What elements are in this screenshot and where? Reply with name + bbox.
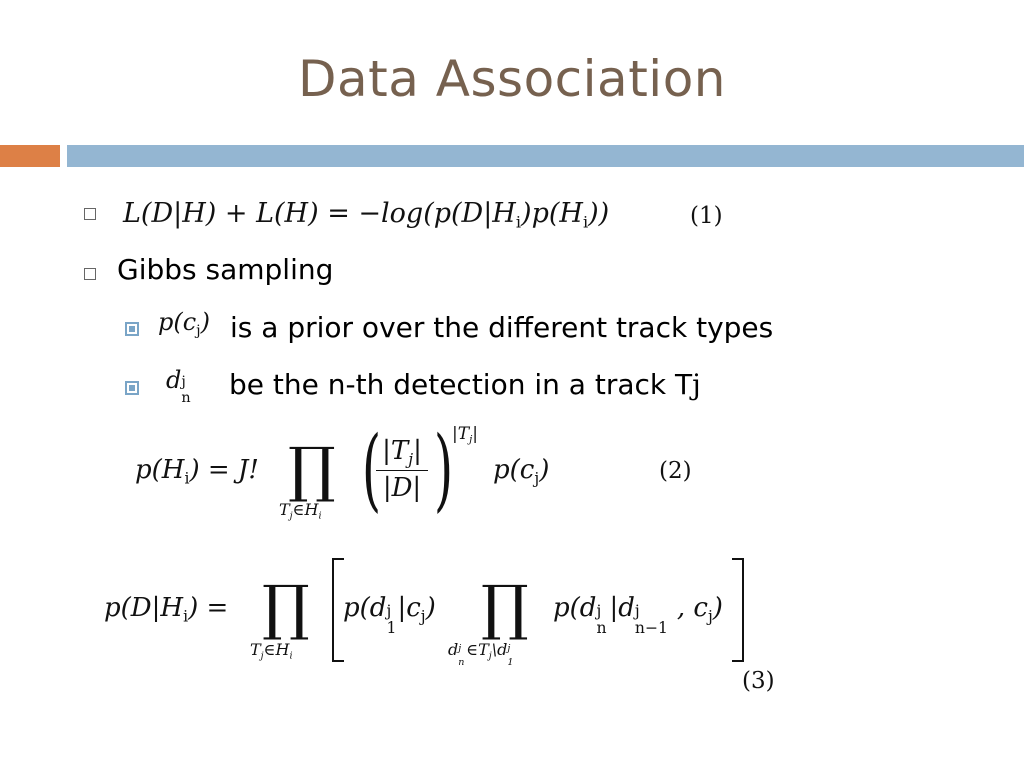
eq2-exp-sub: j — [469, 434, 473, 446]
eq3-lhs-end: ) = — [188, 593, 229, 623]
det-sup: j — [181, 374, 186, 390]
eq3-lhs-p: p(D|H — [104, 593, 184, 623]
eq2-under-t: T — [279, 500, 290, 519]
sub-bullet-icon — [125, 381, 139, 395]
eq2-under-sub2: i — [318, 510, 322, 522]
eq1-main: L(D|H) + L(H) = −log(p(D|H — [123, 198, 516, 229]
bullet-square-icon — [84, 208, 96, 220]
prior-math-close: ) — [200, 308, 211, 336]
prior-math: p(cj) — [158, 308, 210, 339]
eq3-second-end: , c — [676, 593, 708, 623]
eq3-u2-mid: ∈T — [466, 640, 489, 659]
eq2-left-paren: ( — [361, 417, 382, 522]
eq2-rhs-sub: j — [534, 469, 540, 488]
eq3-u1-end: ∈H — [263, 640, 290, 659]
eq2-product-under: Tj∈Hi — [279, 500, 322, 521]
detection-text-main: be the n-th detection in a track T — [229, 368, 693, 401]
eq2-rhs-end: ) — [539, 455, 550, 485]
eq3-second-close: ) — [712, 593, 723, 623]
eq1-mid: )p(H — [521, 198, 583, 229]
eq3-first-sup: j — [386, 602, 392, 620]
eq1-sub2: i — [582, 212, 589, 232]
eq3-first-sub2: j — [420, 607, 426, 626]
eq2-fraction-line — [376, 470, 428, 472]
eq2-under-sub: j — [289, 510, 293, 522]
eq3-left-bracket — [332, 558, 344, 662]
eq2-numerator: |Tj| — [376, 436, 428, 468]
equation-3-lhs: p(D|Hi) = — [104, 593, 228, 625]
detection-text: be the n-th detection in a track Tj — [229, 368, 701, 401]
prior-math-p: p(c — [158, 308, 197, 336]
eq3-u2-sup: j — [458, 643, 462, 654]
eq2-num-sub: j — [408, 450, 414, 469]
eq3-product-under-1: Tj∈Hi — [250, 640, 293, 661]
eq2-lhs-sub: i — [184, 469, 190, 488]
prior-math-sub: j — [196, 323, 201, 340]
eq3-second-sub: n — [596, 619, 607, 637]
sub-bullet-icon — [125, 322, 139, 336]
eq3-right-bracket — [732, 558, 744, 662]
eq3-u2-sub2: j — [488, 650, 492, 662]
eq3-u1-sub2: i — [289, 650, 293, 662]
prior-text: is a prior over the different track type… — [230, 311, 774, 344]
det-sub: n — [181, 390, 191, 406]
eq2-lhs-p: p(H — [135, 455, 185, 485]
eq3-second-sub3: j — [707, 607, 713, 626]
eq3-u2-sub3: 1 — [507, 657, 514, 668]
eq2-num-t: |T — [382, 436, 409, 466]
eq3-second-sub2: n−1 — [634, 619, 668, 637]
eq3-first-sub: 1 — [386, 619, 397, 637]
eq3-first-p: p(d — [343, 593, 387, 623]
eq1-end: )) — [588, 198, 610, 229]
eq3-u1-sub: j — [260, 650, 264, 662]
eq2-under-end: ∈H — [292, 500, 319, 519]
eq2-denominator: |D| — [382, 473, 422, 504]
eq3-u2-end: \d — [491, 640, 508, 659]
eq2-right-paren: ) — [433, 417, 454, 522]
accent-bar-blue — [67, 145, 1024, 167]
eq3-second-p: p(d — [553, 593, 597, 623]
eq3-product-symbol-1: ∏ — [262, 573, 310, 643]
eq2-fraction: |Tj| |D| — [376, 436, 428, 503]
eq2-rhs: p(cj) — [493, 455, 549, 487]
equation-1: L(D|H) + L(H) = −log(p(D|Hi)p(Hi)) — [123, 198, 609, 232]
accent-bar-orange — [0, 145, 60, 167]
eq3-lhs-sub: i — [183, 607, 189, 626]
eq2-exp-t: |T — [452, 424, 470, 444]
eq3-second-mid: |d — [609, 593, 635, 623]
eq1-sub: i — [515, 212, 522, 232]
equation-1-number: (1) — [690, 203, 723, 229]
equation-2-lhs: p(Hi) = J! — [135, 455, 259, 487]
eq3-u2-sup3: j — [507, 643, 511, 654]
eq2-lhs-end: ) = J! — [189, 455, 259, 485]
eq3-u2-sub: n — [458, 657, 465, 668]
detection-text-tail: j — [692, 368, 701, 401]
eq3-first-end: |c — [397, 593, 421, 623]
eq2-product-symbol: ∏ — [288, 435, 336, 505]
eq2-exp-end: | — [472, 424, 478, 444]
eq3-u2-d: d — [448, 640, 459, 659]
eq2-num-end: | — [413, 436, 422, 466]
eq3-second-sup2: j — [634, 602, 640, 620]
det-math-d: d — [166, 366, 182, 394]
gibbs-sampling-text: Gibbs sampling — [117, 253, 334, 286]
eq3-second-sup: j — [596, 602, 602, 620]
slide-title: Data Association — [298, 50, 726, 108]
eq2-exponent: |Tj| — [452, 424, 478, 446]
eq3-u1-t: T — [250, 640, 261, 659]
eq2-rhs-p: p(c — [493, 455, 535, 485]
eq3-first-close: ) — [425, 593, 436, 623]
equation-2-number: (2) — [659, 458, 692, 484]
bullet-square-icon — [84, 268, 96, 280]
equation-3-number: (3) — [742, 668, 775, 694]
eq3-product-symbol-2: ∏ — [481, 573, 529, 643]
